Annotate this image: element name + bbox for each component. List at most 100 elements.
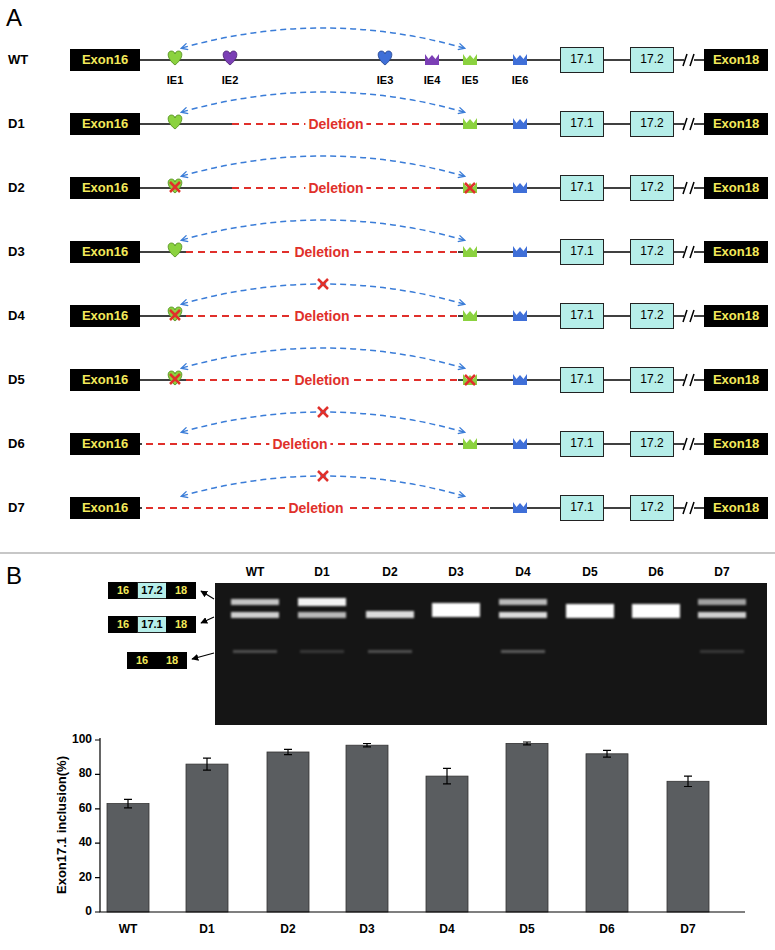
- exon-name: Exon16: [82, 245, 128, 259]
- error-bar: [363, 744, 371, 747]
- isoform-exon-box: 18: [157, 652, 187, 669]
- exon-name: 17.2: [640, 501, 663, 514]
- ie-cup: [513, 246, 527, 257]
- band-pointer: [192, 653, 214, 659]
- band: [231, 599, 279, 605]
- ie-heart: [168, 307, 182, 321]
- interaction-arc: [182, 412, 464, 432]
- mutation-x: [318, 407, 328, 417]
- exon-name: 17.1: [570, 117, 593, 130]
- ie-cup: [463, 246, 477, 257]
- construct-name: D3: [8, 245, 25, 260]
- exon-box: 17.1: [560, 303, 604, 329]
- lane-label: D7: [714, 566, 729, 580]
- exon-name: 17.2: [640, 373, 663, 386]
- exon-name: 17.1: [570, 53, 593, 66]
- exon-name: Exon18: [713, 53, 759, 67]
- ie-heart: [378, 51, 392, 65]
- exon-name: Exon18: [713, 373, 759, 387]
- exon-name: 17.1: [570, 501, 593, 514]
- exon-box: 17.2: [630, 431, 674, 457]
- row-marks: [168, 92, 694, 130]
- deletion-label: Deletion: [305, 116, 366, 132]
- axis-ticks: [95, 740, 100, 912]
- gel-background: [215, 583, 767, 725]
- panel-letter: B: [6, 562, 22, 590]
- deletion-gap: [186, 377, 458, 383]
- exon-box: Exon18: [704, 177, 768, 199]
- bar: [267, 752, 309, 912]
- line-break: [683, 54, 694, 66]
- exon-name: Exon18: [713, 181, 759, 195]
- exon-name: 17.2: [141, 584, 162, 596]
- ie-cup: [513, 182, 527, 193]
- deletion-line: [146, 443, 458, 445]
- mutation-x: [170, 310, 180, 320]
- ie-cup: [463, 182, 477, 193]
- intron-line: [604, 59, 630, 61]
- error-bar: [284, 749, 292, 754]
- deletion-label: Deletion: [291, 244, 352, 260]
- exon-box: Exon18: [704, 113, 768, 135]
- interaction-arc: [182, 284, 464, 304]
- ie-heart: [168, 179, 182, 193]
- category-label: D4: [439, 923, 454, 937]
- line-break: [683, 374, 694, 386]
- ie-cup: [463, 374, 477, 385]
- mutation-x: [318, 279, 328, 289]
- lane-label: WT: [246, 566, 265, 580]
- gel-bands: [231, 598, 746, 653]
- bar: [186, 764, 228, 912]
- exon-name: Exon16: [82, 501, 128, 515]
- exon-box: Exon18: [704, 241, 768, 263]
- interaction-arc: [182, 476, 464, 496]
- exon-box: Exon16: [70, 177, 140, 199]
- ie-heart: [168, 115, 182, 129]
- element-name: IE6: [512, 74, 529, 87]
- deletion-line: [232, 187, 440, 189]
- error-bar: [684, 776, 692, 786]
- line-break: [683, 246, 694, 258]
- lane-label: D6: [648, 566, 663, 580]
- exon-name: Exon18: [713, 117, 759, 131]
- intron-line: [604, 507, 630, 509]
- mutation-x: [465, 183, 475, 193]
- error-bar: [603, 750, 611, 757]
- ie-cup: [513, 54, 527, 65]
- band: [300, 650, 344, 653]
- row-marks: [142, 407, 694, 450]
- category-label: D6: [599, 923, 614, 937]
- isoform-exon-box: 17.1: [137, 616, 167, 633]
- ie-cup: [463, 54, 477, 65]
- exon-box: 17.1: [560, 47, 604, 73]
- interaction-arc: [182, 348, 464, 368]
- isoform-exon-box: 16: [127, 652, 157, 669]
- deletion-line: [186, 379, 458, 381]
- ie-cup: [513, 118, 527, 129]
- exon-box: 17.2: [630, 111, 674, 137]
- deletion-line: [146, 507, 490, 509]
- deletion-gap: [142, 505, 490, 511]
- tick-label: 20: [79, 871, 92, 885]
- row-marks: [168, 348, 694, 386]
- deletion-label: Deletion: [305, 180, 366, 196]
- exon-box: Exon18: [704, 433, 768, 455]
- deletion-gap: [142, 441, 458, 447]
- deletion-label: Deletion: [285, 500, 346, 516]
- mutation-x: [170, 182, 180, 192]
- exon-name: 16: [136, 654, 148, 666]
- exon-box: Exon18: [704, 305, 768, 327]
- exon-name: 16: [117, 618, 129, 630]
- error-bars: [124, 742, 692, 808]
- exon-box: 17.2: [630, 303, 674, 329]
- intron-line: [604, 123, 630, 125]
- interaction-arc: [182, 156, 464, 176]
- exon-name: Exon18: [713, 245, 759, 259]
- error-bar: [203, 758, 211, 770]
- lane-label: D1: [314, 566, 329, 580]
- deletion-gap: [186, 313, 458, 319]
- deletion-label: Deletion: [291, 372, 352, 388]
- line-break: [683, 502, 694, 514]
